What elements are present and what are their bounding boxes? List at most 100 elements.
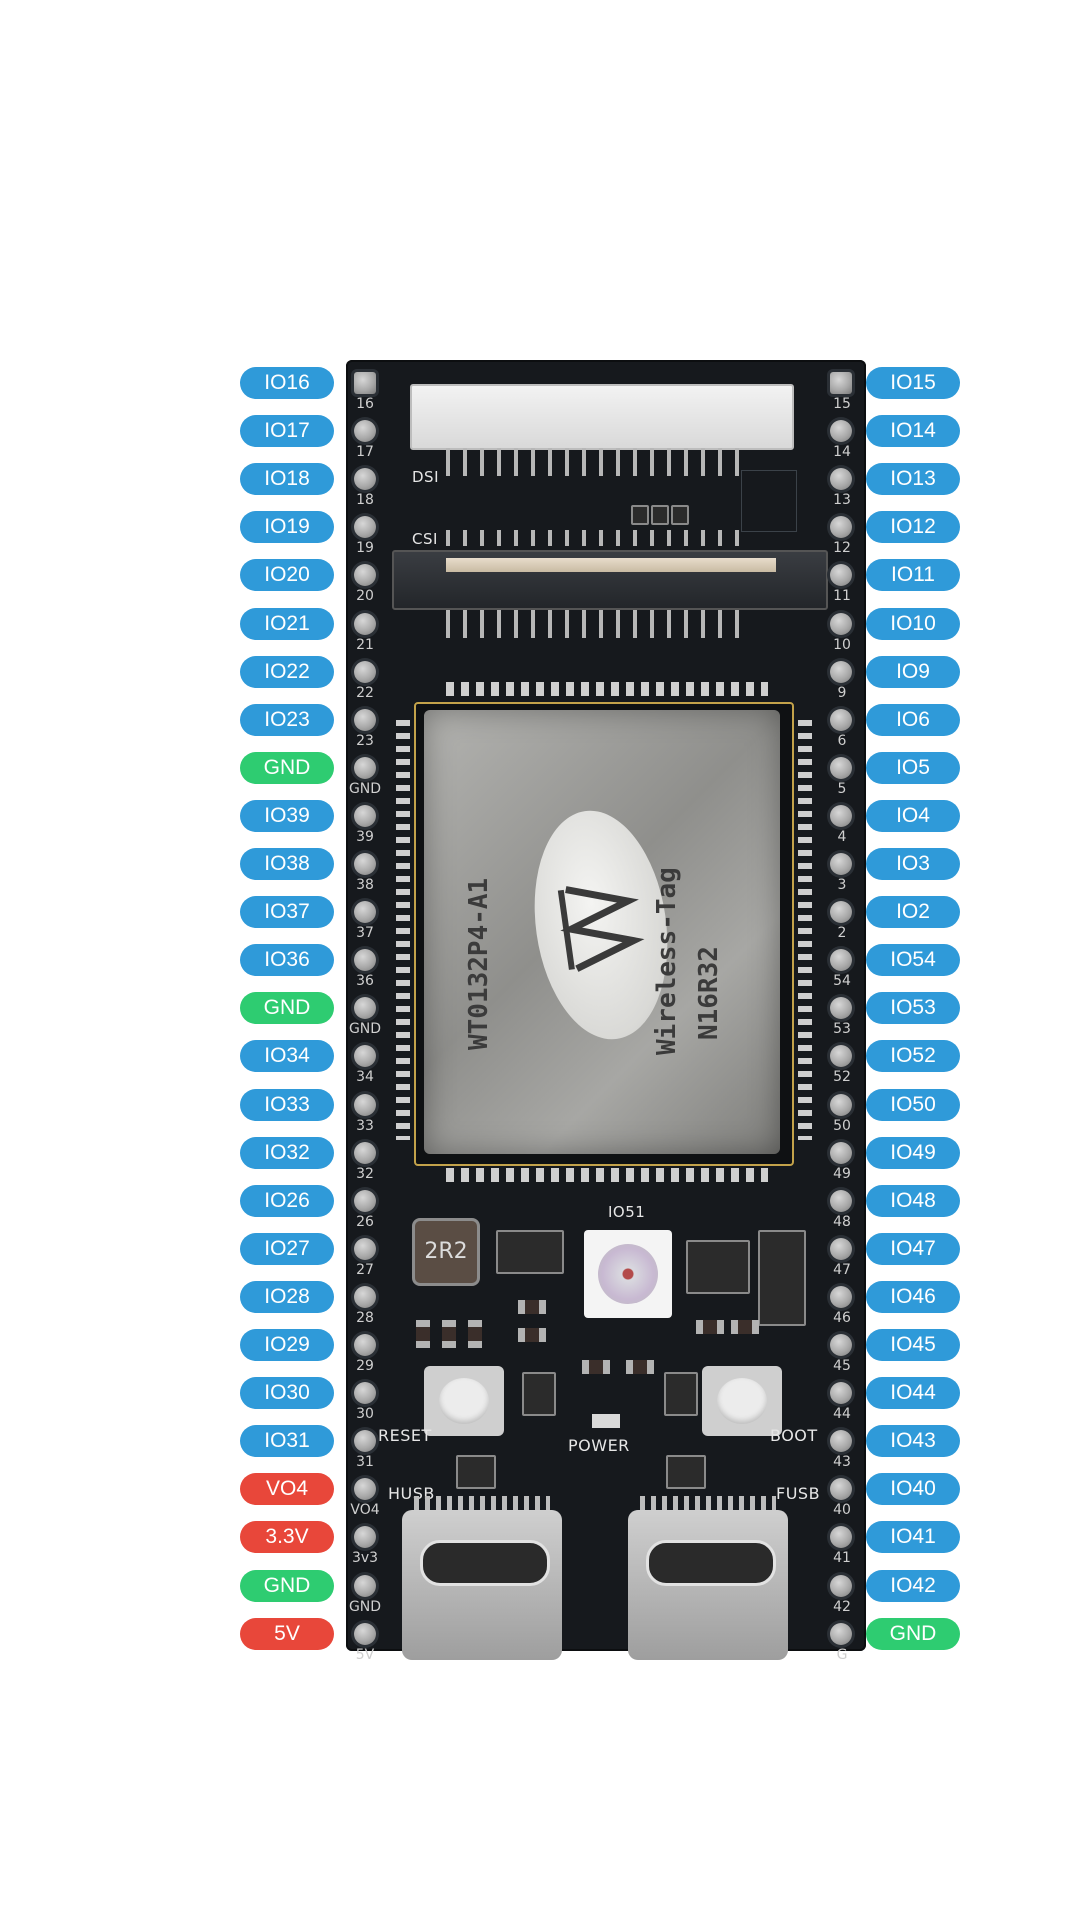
smd-component [522,1372,556,1416]
right-pin-label: IO53 [866,992,960,1025]
left-pin-label: GND [240,1569,334,1602]
smd-component [456,1455,496,1489]
resistor [468,1320,482,1348]
right-pin-pad [830,660,852,683]
left-pin-label: IO28 [240,1280,334,1313]
left-pin-silk: GND [348,1598,382,1615]
left-pin-label: IO39 [240,799,334,832]
left-pin-label: IO16 [240,367,334,399]
smd-component [664,1372,698,1416]
left-pin-pad [354,420,376,443]
right-pin-label: IO43 [866,1425,960,1458]
right-pin-label: IO10 [866,607,960,640]
right-pin-label: IO42 [866,1569,960,1602]
csi-label: CSI [412,530,438,548]
right-pin-silk: 52 [833,1069,851,1086]
right-pin-silk: 10 [833,636,851,653]
pcb-trace [741,470,797,532]
module-pins-bottom [446,1168,768,1182]
right-pin-pad [830,1478,852,1501]
module-brand-text: Wireless-Tag [652,867,682,1055]
resistor [696,1320,724,1334]
right-pin-pad [830,1334,852,1356]
left-pin-pad [354,756,376,779]
reset-label: RESET [378,1426,432,1445]
wireless-tag-logo-icon [520,802,682,1048]
usb-port-pins [640,1496,776,1510]
left-pin-silk: 3v3 [351,1550,379,1567]
left-pin-pad [354,853,376,875]
smd-component [496,1230,564,1274]
left-pin-silk: 16 [356,396,374,412]
rgb-led-dome [598,1244,658,1304]
right-pin-pad [830,1574,852,1597]
resistor [518,1300,546,1314]
right-pin-silk: 4 [837,828,847,845]
fusb-label: FUSB [776,1484,821,1503]
left-pin-pad [354,516,376,539]
right-pin-pad [830,1141,852,1164]
right-pin-silk: 50 [833,1117,851,1134]
left-pin-pad [354,949,376,972]
right-pin-silk: G [836,1646,848,1663]
csi-connector-pins [446,610,746,638]
left-pin-pad [354,708,376,731]
right-pin-silk: 3 [837,877,847,893]
left-pin-silk: 38 [356,877,374,893]
right-pin-label: IO13 [866,463,960,496]
left-pin-label: GND [240,992,334,1025]
right-pin-pad [830,901,852,924]
right-pin-label: IO40 [866,1473,960,1506]
left-pin-pad [354,1334,376,1356]
left-pin-label: GND [240,751,334,784]
husb-usb-c-port [402,1496,562,1660]
left-pin-silk: GND [348,780,382,797]
left-pin-silk: GND [348,1021,382,1038]
module-pins-right [798,720,812,1140]
left-pin-label: IO32 [240,1136,334,1169]
left-pin-label: IO19 [240,511,334,544]
left-pin-label: IO33 [240,1088,334,1121]
right-pin-label: IO12 [866,511,960,544]
usb-port-opening [420,1540,550,1586]
left-pin-label: IO34 [240,1040,334,1073]
left-pin-silk: 19 [356,540,374,557]
module-pins-left [396,720,410,1140]
left-pin-silk: VO4 [350,1502,380,1519]
right-pin-silk: 43 [833,1454,851,1471]
right-pin-label: IO49 [866,1136,960,1169]
dsi-label: DSI [412,468,439,486]
right-pin-silk: 15 [833,396,851,412]
left-pin-label: IO20 [240,559,334,592]
smd-component [651,505,669,525]
right-pin-pad [830,420,852,443]
left-pin-pad [354,1574,376,1597]
left-pin-silk: 36 [356,973,374,990]
usb-port-opening [646,1540,776,1586]
left-pin-silk: 37 [356,925,374,942]
right-pin-label: IO45 [866,1329,960,1361]
right-pin-pad [830,372,852,394]
left-pin-label: IO21 [240,607,334,640]
left-pin-label: 5V [240,1617,334,1650]
left-pin-pad [354,372,376,394]
right-pin-silk: 53 [833,1021,851,1038]
left-pin-label: IO18 [240,463,334,496]
left-pin-pad [354,660,376,683]
wt-logo-mark-icon [557,886,645,972]
csi-connector-strip [446,558,776,572]
right-pin-label: IO41 [866,1521,960,1554]
right-pin-label: IO6 [866,703,960,736]
rgb-led [584,1230,672,1318]
right-pin-pad [830,756,852,779]
left-pin-label: IO17 [240,415,334,448]
smd-component [671,505,689,525]
right-pin-label: IO11 [866,559,960,592]
left-pin-pad [354,997,376,1020]
right-pin-label: IO44 [866,1377,960,1410]
left-pin-silk: 23 [356,732,374,749]
left-pin-label: IO30 [240,1377,334,1410]
right-pin-pad [830,468,852,491]
io51-label: IO51 [608,1203,646,1221]
left-pin-silk: 27 [356,1261,374,1278]
